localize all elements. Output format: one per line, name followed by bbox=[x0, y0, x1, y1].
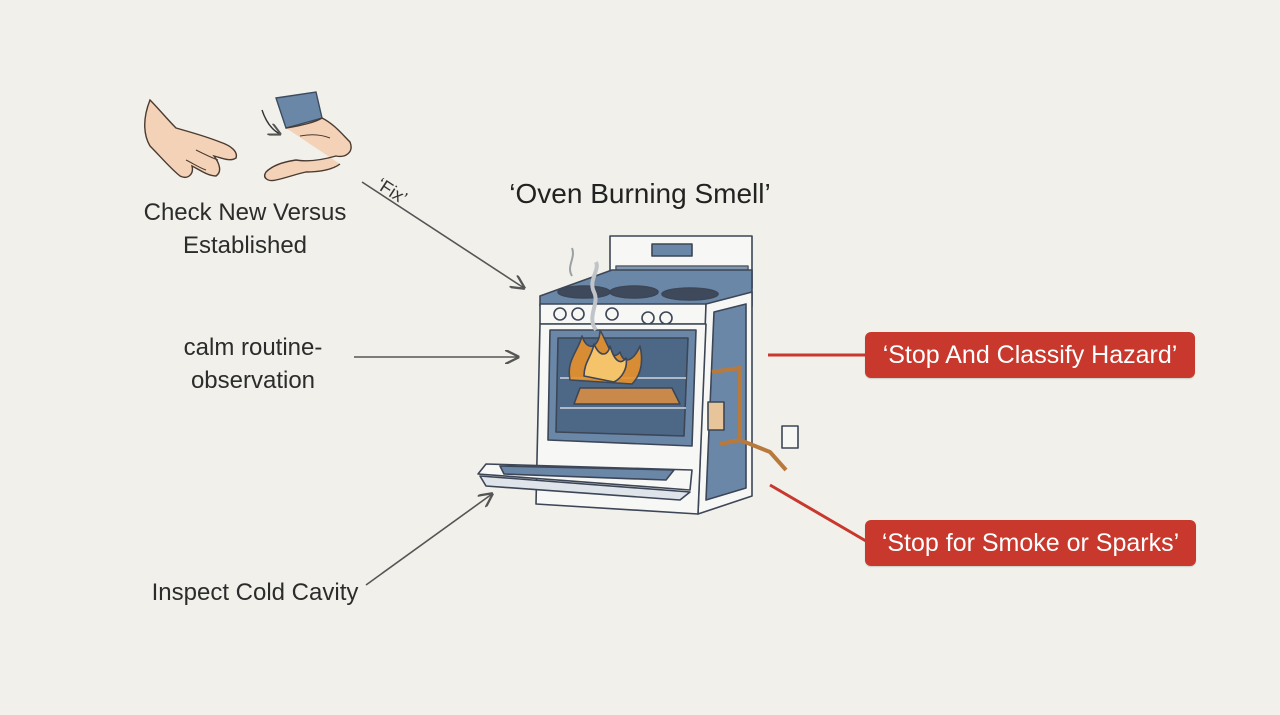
diagram-title: ‘Oven Burning Smell’ bbox=[509, 178, 771, 209]
badge-stop-and-classify-hazard: ‘Stop And Classify Hazard’ bbox=[865, 332, 1195, 378]
label-check-line-2: Established bbox=[182, 232, 308, 259]
label-check-line-1: Check New Versus bbox=[143, 199, 347, 226]
hands-icon bbox=[144, 91, 352, 182]
smoke-leader bbox=[769, 483, 867, 543]
gas-range-oven-icon bbox=[477, 235, 799, 515]
inspect-arrow bbox=[365, 494, 492, 586]
label-check-new-versus-established: Check New Versus Established bbox=[130, 196, 360, 262]
label-routine-line-1: calm routine- bbox=[183, 334, 323, 361]
fix-arrow bbox=[361, 181, 524, 288]
label-calm-routine-observation: calm routine- observation bbox=[148, 331, 358, 397]
label-inspect-cold-cavity: Inspect Cold Cavity bbox=[151, 579, 359, 606]
badge-stop-for-smoke-or-sparks: ‘Stop for Smoke or Sparks’ bbox=[865, 520, 1196, 566]
label-routine-line-2: observation bbox=[190, 367, 316, 394]
